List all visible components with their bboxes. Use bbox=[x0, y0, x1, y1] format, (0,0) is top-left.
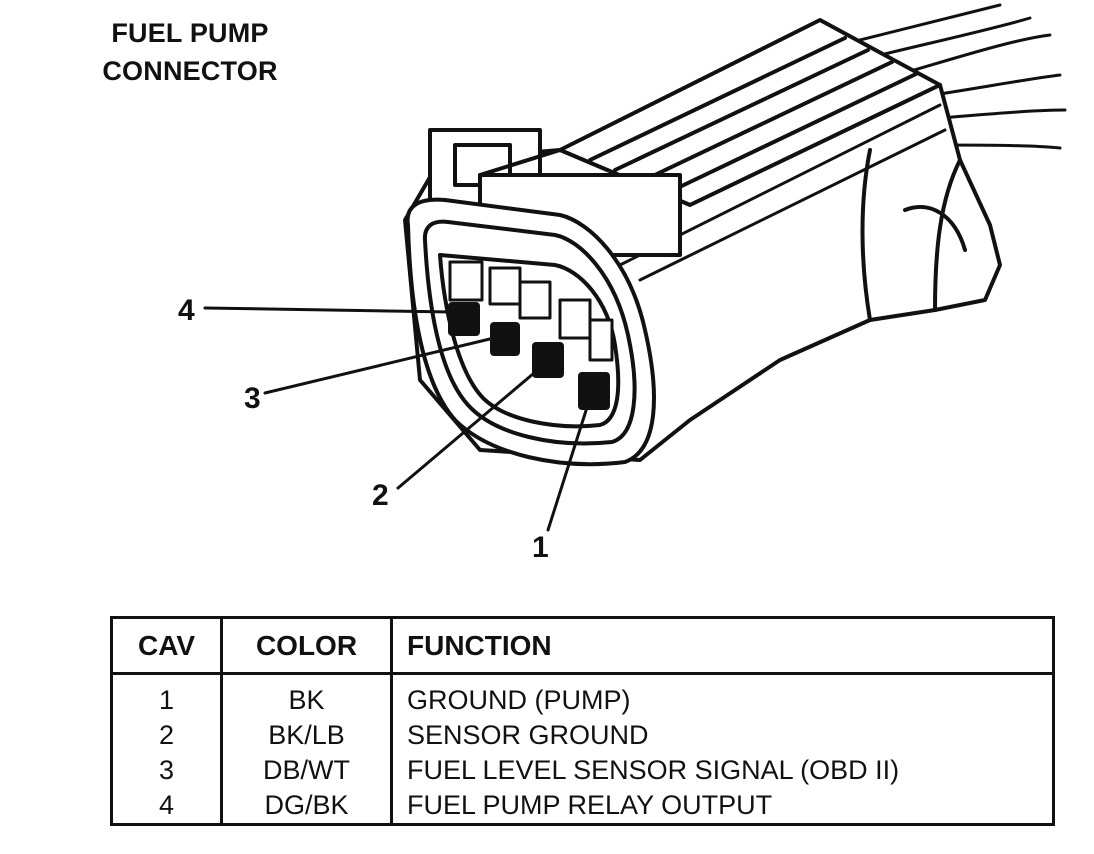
pinout-table: CAV COLOR FUNCTION 1 2 3 4 BK BK/LB DB/W… bbox=[110, 616, 1055, 826]
table-cell-cav: 1 bbox=[158, 685, 175, 715]
title-line-2: CONNECTOR bbox=[102, 56, 278, 86]
leader-2 bbox=[396, 366, 542, 490]
table-cell-function: GROUND (PUMP) bbox=[407, 685, 631, 715]
cavity-4 bbox=[448, 302, 480, 336]
table-cell-color: BK/LB bbox=[268, 720, 345, 750]
cavity-1 bbox=[578, 372, 610, 410]
cav-column: 1 2 3 4 bbox=[113, 675, 223, 823]
header-color: COLOR bbox=[223, 619, 393, 672]
leader-1 bbox=[546, 396, 592, 532]
header-function: FUNCTION bbox=[407, 629, 552, 661]
table-cell-color: BK bbox=[288, 685, 325, 715]
callout-3: 3 bbox=[244, 382, 261, 415]
table-cell-color: DG/BK bbox=[264, 790, 349, 820]
table-cell-cav: 4 bbox=[158, 790, 175, 820]
header-cav: CAV bbox=[113, 619, 223, 672]
function-column: GROUND (PUMP) SENSOR GROUND FUEL LEVEL S… bbox=[393, 675, 1052, 823]
table-body: 1 2 3 4 BK BK/LB DB/WT DG/BK GROUND (PUM… bbox=[113, 675, 1052, 823]
leader-4 bbox=[203, 306, 454, 314]
table-cell-function: SENSOR GROUND bbox=[407, 720, 649, 750]
wire bbox=[838, 3, 1002, 47]
leader-3 bbox=[263, 336, 496, 395]
table-cell-function: FUEL PUMP RELAY OUTPUT bbox=[407, 790, 773, 820]
connector-illustration: 4 3 2 1 bbox=[178, 3, 1067, 564]
leader-lines bbox=[203, 306, 592, 532]
callout-4: 4 bbox=[178, 294, 195, 327]
title-line-1: FUEL PUMP bbox=[111, 18, 269, 48]
table-cell-cav: 3 bbox=[158, 755, 175, 785]
table-header: CAV COLOR FUNCTION bbox=[113, 619, 1052, 675]
callout-1: 1 bbox=[532, 531, 549, 564]
diagram-title: FUEL PUMP CONNECTOR bbox=[70, 14, 310, 90]
table-cell-color: DB/WT bbox=[263, 755, 350, 785]
table-cell-function: FUEL LEVEL SENSOR SIGNAL (OBD II) bbox=[407, 755, 900, 785]
table-cell-cav: 2 bbox=[158, 720, 175, 750]
cavity-3 bbox=[490, 322, 520, 356]
callout-2: 2 bbox=[372, 479, 389, 512]
color-column: BK BK/LB DB/WT DG/BK bbox=[223, 675, 393, 823]
cavity-slots bbox=[448, 260, 614, 362]
